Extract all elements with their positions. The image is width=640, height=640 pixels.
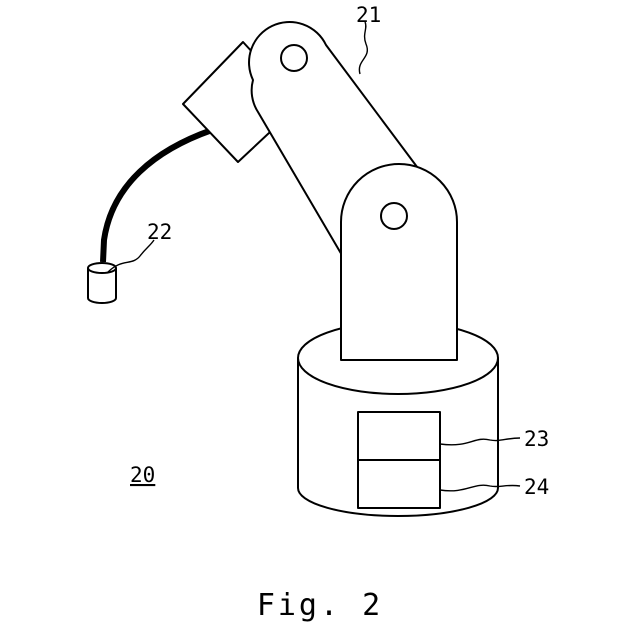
- label-23: 23: [524, 427, 549, 451]
- leader-line-22: [108, 240, 154, 272]
- control-unit-top: [358, 412, 440, 460]
- upper-arm-pivot: [281, 45, 307, 71]
- leader-line-21: [359, 22, 367, 74]
- column-link: [341, 164, 457, 360]
- label-21: 21: [356, 3, 381, 27]
- figure-caption: Fig. 2: [0, 588, 640, 623]
- label-22: 22: [147, 220, 172, 244]
- label-24: 24: [524, 475, 549, 499]
- column-pivot: [381, 203, 407, 229]
- control-unit-bottom: [358, 460, 440, 508]
- label-20: 20: [130, 463, 155, 487]
